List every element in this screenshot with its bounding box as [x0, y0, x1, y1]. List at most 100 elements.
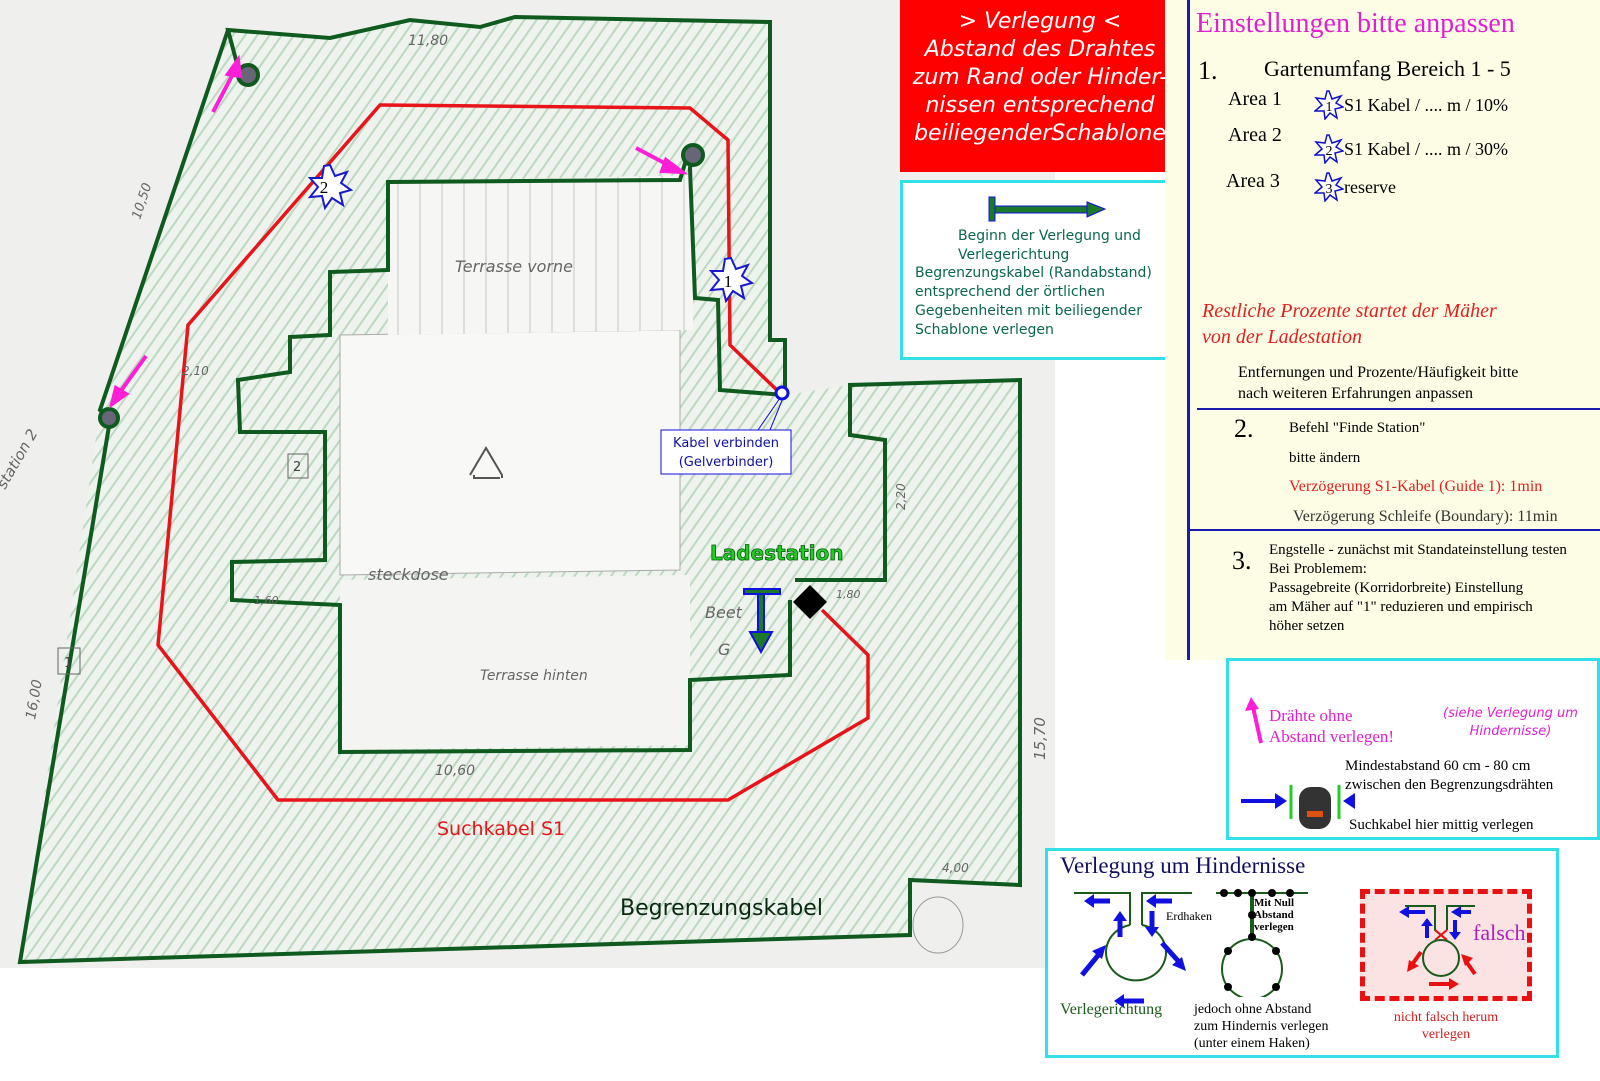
divider [1197, 408, 1600, 410]
wrong-layout-icon [1399, 905, 1477, 990]
callout-kabel-verbinden: Kabel verbinden [673, 436, 779, 451]
step-number: 3. [1232, 546, 1252, 575]
svg-text:2: 2 [320, 178, 329, 197]
begrenzungskabel-label: Begrenzungskabel [620, 896, 823, 921]
start-text: entsprechend der örtlichen [915, 284, 1105, 300]
zero-distance-icon [1216, 889, 1308, 997]
step2-text: Befehl "Finde Station" [1289, 420, 1426, 436]
distance-info-box: Drähte ohne Abstand verlegen! (siehe Ver… [1226, 658, 1600, 840]
label-terrasse-vorne: Terrasse vorne [455, 257, 573, 276]
start-text: Verlegerichtung [958, 247, 1070, 263]
connector-callout [660, 429, 792, 475]
dim: 2,10 [182, 364, 209, 378]
area-setting: 1 S1 Kabel / .... m / 10% [1314, 90, 1508, 120]
dim: 1,80 [836, 588, 861, 601]
step2-boundary-delay: Verzögerung Schleife (Boundary): 11min [1293, 508, 1558, 525]
mitnull-line: Abstand [1254, 909, 1294, 921]
obstacle-post [98, 407, 120, 429]
start-text: Schablone verlegen [915, 322, 1054, 338]
step-number: 1. [1198, 56, 1218, 85]
jedoch-line: zum Hindernis verlegen [1194, 1019, 1329, 1034]
area-marker-2: 2 [293, 460, 301, 475]
house-icon [469, 446, 503, 479]
wrong-layout-box: falsch [1360, 889, 1532, 1001]
pink-arrow-icon [1245, 697, 1263, 744]
step1-title: Gartenumfang Bereich 1 - 5 [1264, 56, 1511, 81]
verlegung-line: nissen entsprechend [925, 93, 1155, 118]
falsch-label: falsch [1473, 920, 1526, 945]
area-label: Area 1 [1228, 88, 1282, 110]
step2-text: bitte ändern [1289, 450, 1361, 466]
dim: 16,00 [23, 678, 46, 720]
svg-text:1: 1 [1326, 100, 1333, 115]
dim: 1,60 [254, 594, 279, 607]
step3-line: höher setzen [1269, 618, 1345, 634]
start-arrow-icon [988, 196, 1107, 222]
verlegerichtung-label: Verlegerichtung [1060, 1001, 1163, 1018]
terrasse-hinten-area [340, 575, 690, 750]
drahte-note: Drähte ohne Abstand verlegen! [1269, 705, 1394, 747]
mindestabstand-note: Mindestabstand 60 cm - 80 cm zwischen de… [1345, 757, 1553, 795]
correct-layout-icon [1074, 892, 1192, 1008]
step-number: 2. [1234, 414, 1254, 443]
boundary-wire-inner [230, 159, 792, 755]
divider [1187, 0, 1190, 660]
dim: 15,70 [1031, 717, 1049, 760]
house [339, 329, 681, 576]
erdhaken-label: Erdhaken [1166, 909, 1212, 923]
verlegung-info-box: > Verlegung < Abstand des Drahtes zum Ra… [900, 0, 1180, 172]
suchkabel-note: Suchkabel hier mittig verlegen [1349, 817, 1534, 833]
boundary-wire [225, 14, 787, 398]
star-3-icon: 3 [1314, 172, 1344, 202]
siehe-line: (siehe Verlegung um [1443, 706, 1578, 721]
nicht-falsch-note: nicht falsch herum verlegen [1366, 1009, 1526, 1043]
mower-corridor-icon [1241, 785, 1355, 829]
rest-line: von der Ladestation [1202, 326, 1362, 348]
jedoch-note: jedoch ohne Abstand zum Hindernis verleg… [1194, 1001, 1329, 1052]
verlegung-line: zum Rand oder Hinder- [912, 65, 1168, 90]
guide-wire-s1 [156, 103, 870, 802]
verlegung-line: Abstand des Drahtes [924, 37, 1156, 62]
svg-text:1: 1 [724, 272, 733, 291]
mit-null-label: Mit Null Abstand verlegen [1254, 897, 1294, 933]
start-text: Begrenzungskabel (Randabstand) [915, 265, 1152, 281]
dim: 11,80 [408, 33, 448, 49]
terrasse-vorne-area [388, 175, 693, 335]
round-feature [912, 896, 964, 954]
step2-guide-delay: Verzögerung S1-Kabel (Guide 1): 1min [1289, 478, 1543, 495]
rest-line: Restliche Prozente startet der Mäher [1202, 300, 1497, 322]
start-text: Gegebenheiten mit beiliegender [915, 303, 1143, 319]
obstacle-title: Verlegung um Hindernisse [1060, 853, 1306, 878]
step3-line: Bei Problemem: [1269, 561, 1367, 577]
label-beet: Beet [705, 603, 743, 622]
area-label: Area 2 [1228, 124, 1282, 146]
dim: 2,20 [894, 483, 908, 510]
nicht-line: nicht falsch herum [1393, 1010, 1499, 1025]
svg-text:3: 3 [1326, 182, 1333, 197]
area-setting: 2 S1 Kabel / .... m / 30% [1314, 134, 1508, 164]
dim: 10,60 [435, 763, 475, 779]
jedoch-line: (unter einem Haken) [1194, 1036, 1310, 1051]
area-2-star-marker: 2 [307, 163, 354, 211]
verlegung-line: beiliegenderSchablone [914, 121, 1166, 146]
label-g: G [718, 640, 730, 659]
area-text: S1 Kabel / .... m / 10% [1344, 94, 1508, 115]
divider [1188, 529, 1600, 531]
wire-connector [774, 385, 790, 401]
star-1-icon: 1 [1314, 90, 1344, 120]
mind-line: zwischen den Begrenzungsdrähten [1345, 777, 1554, 793]
step3-line: Engstelle - zunächst mit Standateinstell… [1269, 542, 1567, 558]
step3-text: Engstelle - zunächst mit Standateinstell… [1269, 541, 1567, 636]
mitnull-line: Mit Null [1254, 897, 1295, 909]
area-text: reserve [1344, 176, 1396, 197]
area-label: Area 3 [1226, 170, 1280, 192]
start-arrow-down [743, 588, 781, 655]
area-text: S1 Kabel / .... m / 30% [1344, 138, 1508, 159]
settings-title: Einstellungen bitte anpassen [1196, 8, 1515, 39]
label-steckdose: steckdose [368, 565, 449, 584]
obstacle-info-box: Verlegung um Hindernisse Verlegerichtung… [1045, 848, 1559, 1058]
nicht-line: verlegen [1421, 1027, 1471, 1042]
step3-line: Passagebreite (Korridorbreite) Einstellu… [1269, 580, 1524, 596]
star-2-icon: 2 [1314, 134, 1344, 164]
settings-panel [1165, 0, 1600, 660]
